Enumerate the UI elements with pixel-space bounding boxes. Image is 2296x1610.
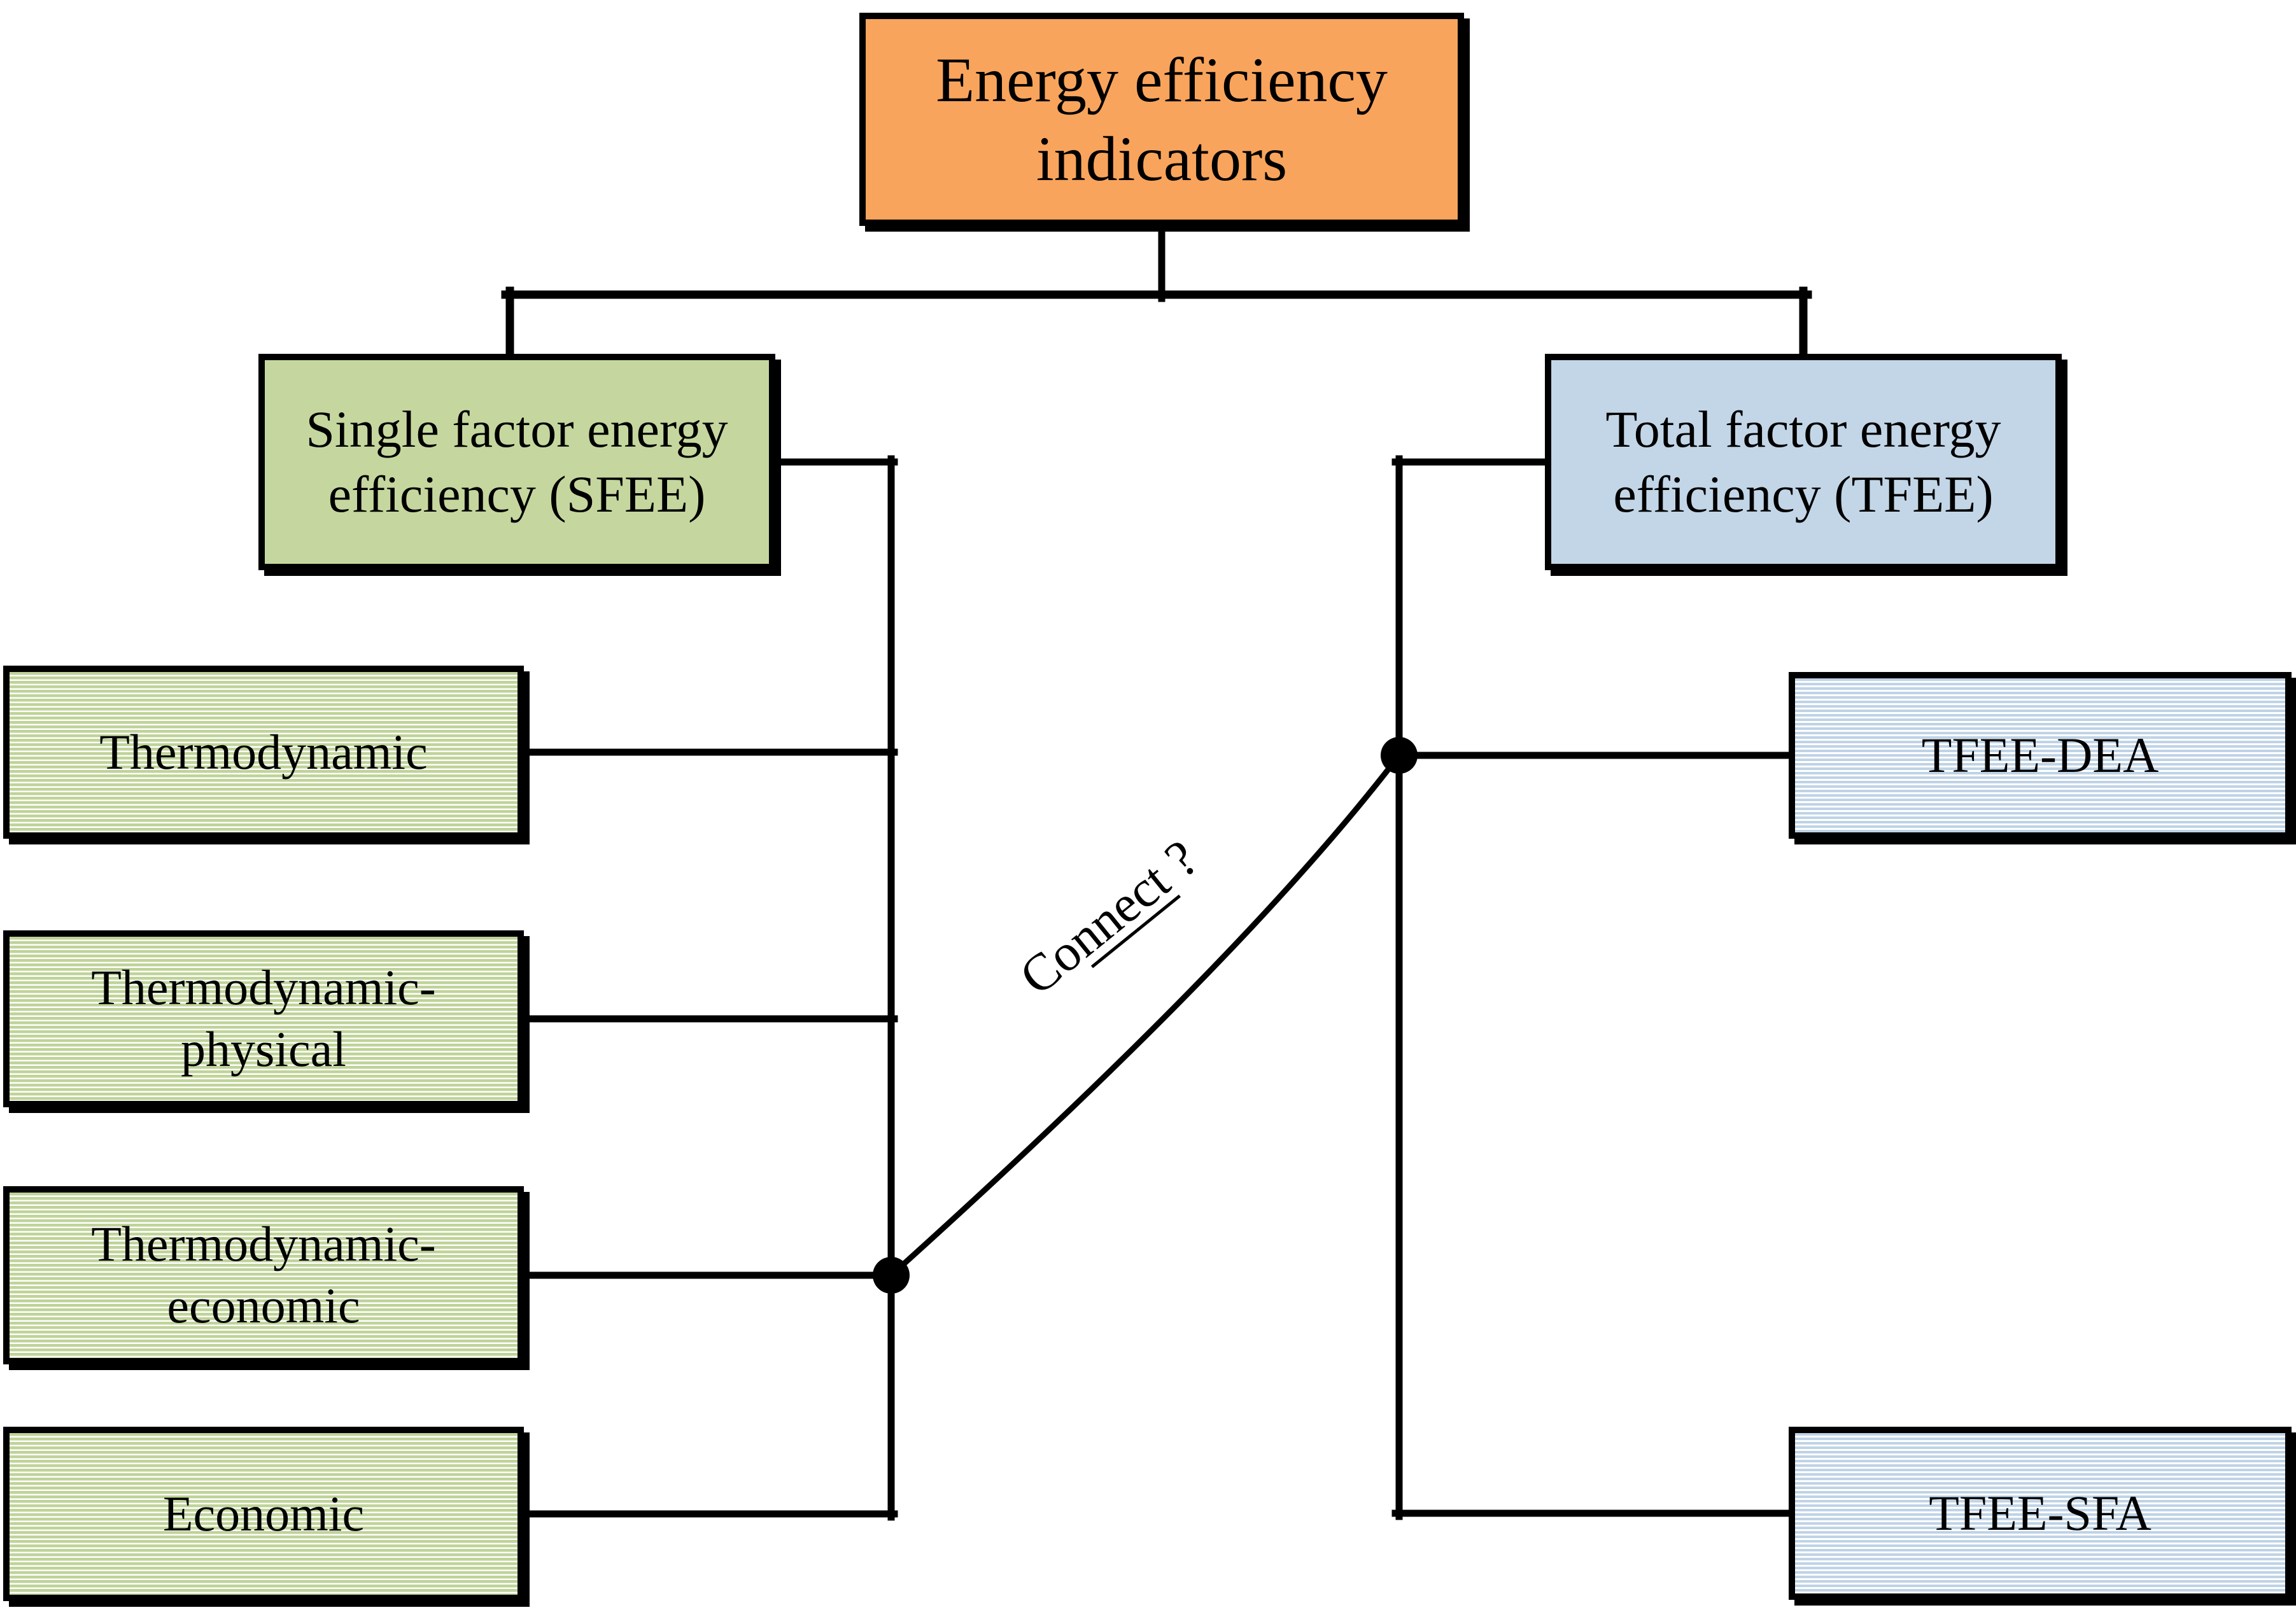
thermodynamic-physical-box-label: Thermodynamic-physical	[91, 960, 436, 1077]
title-box-label: Energy efficiency indicators	[936, 44, 1388, 194]
tfee-dea-box-label: TFEE-DEA	[1921, 727, 2159, 783]
economic-box-label: Economic	[162, 1485, 365, 1541]
tfee-sfa-box: TFEE-SFA	[1789, 1427, 2292, 1600]
tfee-box: Total factor energy efficiency (TFEE)	[1545, 354, 2062, 570]
tfee-sfa-box-label: TFEE-SFA	[1929, 1485, 2152, 1541]
thermodynamic-box: Thermodynamic	[3, 666, 524, 839]
curve-connect-link	[887, 751, 1404, 1280]
tfee-box-label: Total factor energy efficiency (TFEE)	[1605, 400, 2001, 523]
title-box: Energy efficiency indicators	[859, 13, 1464, 226]
junction-dot-left	[873, 1257, 910, 1294]
thermodynamic-physical-box: Thermodynamic-physical	[3, 930, 524, 1107]
economic-box: Economic	[3, 1427, 524, 1601]
thermodynamic-box-label: Thermodynamic	[99, 724, 428, 780]
thermodynamic-economic-box: Thermodynamic-economic	[3, 1186, 524, 1364]
tfee-dea-box: TFEE-DEA	[1789, 672, 2292, 839]
junction-dot-right	[1381, 737, 1418, 774]
thermodynamic-economic-box-label: Thermodynamic-economic	[91, 1216, 436, 1333]
sfee-box-label: Single factor energy efficiency (SFEE)	[306, 400, 728, 523]
sfee-box: Single factor energy efficiency (SFEE)	[258, 354, 775, 570]
